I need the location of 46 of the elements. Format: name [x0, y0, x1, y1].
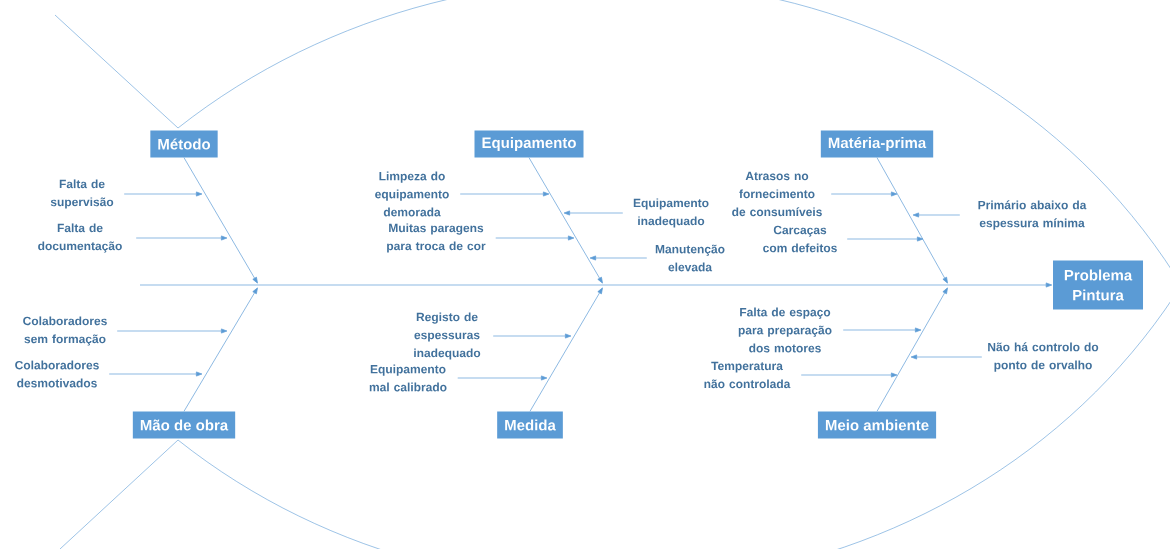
category-box: Mão de obra — [132, 411, 236, 439]
bone-arrow — [876, 287, 948, 412]
arrow — [495, 235, 575, 241]
category-box: Medida — [497, 411, 563, 439]
cause-label: Atrasos no fornecimento de consumíveis — [732, 171, 822, 217]
cause-label: Não há controlo do ponto de orvalho — [988, 342, 1099, 372]
bone-arrow — [876, 157, 948, 284]
arrow — [116, 328, 228, 334]
cause-label: Registo de espessuras inadequado — [414, 312, 481, 360]
cause-label: Equipamento inadequado — [633, 198, 709, 228]
bone-arrow — [183, 157, 258, 284]
arrow — [912, 212, 961, 218]
arrow — [846, 236, 924, 242]
cause-label: Falta de supervisão — [50, 179, 114, 209]
bone-arrow — [529, 287, 603, 412]
problem-box: Problema Pintura — [1053, 260, 1143, 310]
arrow — [457, 375, 548, 381]
cause-label: Carcaças com defeitos — [763, 225, 837, 253]
arrow — [563, 210, 624, 216]
arrow — [492, 333, 572, 339]
category-box: Meio ambiente — [817, 411, 937, 439]
arrow — [123, 191, 203, 197]
category-box: Método — [150, 130, 218, 158]
arrow — [800, 372, 898, 378]
cause-label: Limpeza do equipamento demorada — [375, 171, 449, 217]
cause-label: Equipamento mal calibrado — [369, 364, 447, 392]
arrow — [459, 191, 550, 197]
arrow — [830, 191, 898, 197]
cause-label: Falta de documentação — [38, 223, 122, 253]
bone-arrow — [528, 157, 603, 284]
cause-label: Falta de espaço para preparação dos motores — [738, 307, 832, 353]
arrow — [108, 371, 203, 377]
arrow — [135, 235, 228, 241]
category-box: Equipamento — [474, 130, 584, 158]
bone-arrow — [183, 287, 258, 412]
spine-arrow — [139, 282, 1053, 288]
cause-label: Colaboradores desmotivados — [15, 360, 99, 388]
cause-label: Colaboradores sem formação — [23, 316, 107, 346]
arrow — [842, 327, 922, 333]
cause-label: Manutenção elevada — [655, 244, 725, 272]
cause-label: Temperatura não controlada — [704, 361, 791, 389]
category-box: Matéria-prima — [820, 130, 934, 158]
cause-label: Muitas paragens para troca de cor — [387, 223, 486, 253]
arrow — [910, 354, 983, 360]
arrow — [589, 255, 648, 261]
cause-label: Primário abaixo da espessura mínima — [978, 200, 1087, 230]
